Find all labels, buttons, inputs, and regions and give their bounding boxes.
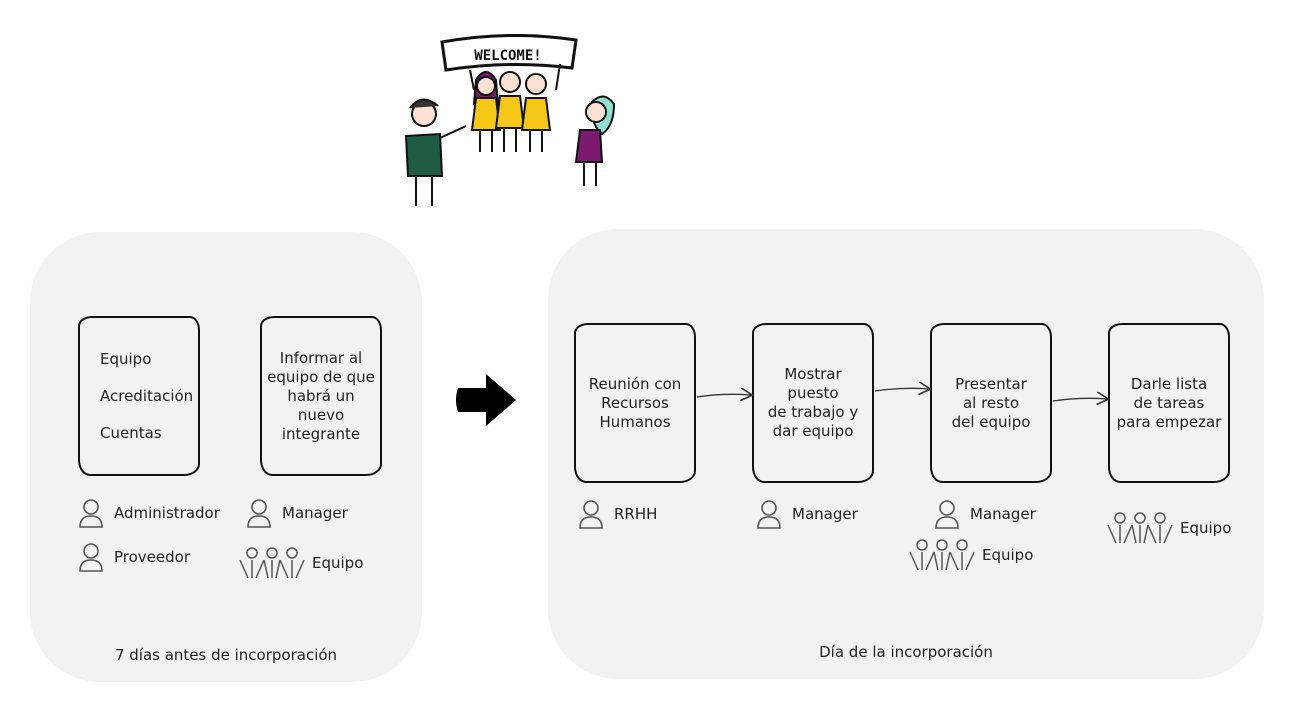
role-team: Equipo xyxy=(908,538,1033,572)
role-manager: Manager xyxy=(934,499,1036,529)
connector-arrow xyxy=(874,388,929,391)
card-line: Mostrar xyxy=(784,365,842,383)
welcome-illustration: WELCOME! xyxy=(404,34,616,206)
role-label: Equipo xyxy=(982,546,1034,564)
card-line: Cuentas xyxy=(100,423,162,442)
card-line: Acreditación xyxy=(100,386,194,405)
step-card-task-list: Darle lista de tareas para empezar xyxy=(1108,323,1230,483)
role-manager: Manager xyxy=(756,499,858,529)
role-label: Equipo xyxy=(312,554,364,572)
role-label: Manager xyxy=(970,505,1036,523)
card-line: integrante xyxy=(281,424,361,443)
person-icon xyxy=(247,499,271,528)
role-label: Manager xyxy=(792,505,858,523)
card-line: habrá un xyxy=(287,386,355,405)
card-line: Informar al xyxy=(279,348,363,367)
connector-arrow xyxy=(696,394,751,397)
card-line: de trabajo y xyxy=(767,403,859,421)
card-line: Reunión con xyxy=(588,374,682,393)
card-line: Darle lista xyxy=(1130,374,1208,393)
group-icon xyxy=(239,547,305,579)
panel-caption: Día de la incorporación xyxy=(819,643,993,661)
big-arrow-icon xyxy=(456,374,516,426)
role-label: Proveedor xyxy=(114,548,190,566)
card-line: dar equipo xyxy=(772,422,854,440)
group-icon xyxy=(909,539,975,571)
group-icon xyxy=(1107,512,1173,544)
card-inform-team: Informar al equipo de que habrá un nuevo… xyxy=(260,316,382,476)
card-line: de tareas xyxy=(1133,393,1205,412)
card-line: para empezar xyxy=(1116,412,1222,431)
role-team: Equipo xyxy=(1106,511,1231,545)
connector-arrow xyxy=(1052,398,1107,401)
step-card-workstation: Mostrar puesto de trabajo y dar equipo xyxy=(752,323,874,483)
role-provider: Proveedor xyxy=(78,542,190,572)
card-line: del equipo xyxy=(951,412,1031,431)
card-line: Recursos xyxy=(601,393,669,412)
role-label: Equipo xyxy=(1180,519,1232,537)
panel-caption: 7 días antes de incorporación xyxy=(114,646,338,664)
card-line: al resto xyxy=(962,393,1020,412)
role-manager: Manager xyxy=(246,498,348,528)
person-icon xyxy=(79,543,103,572)
person-icon xyxy=(935,500,959,529)
person-icon xyxy=(757,500,781,529)
card-line: puesto xyxy=(787,384,839,402)
card-line: Equipo xyxy=(100,349,152,368)
role-hr: RRHH xyxy=(578,499,657,529)
step-card-introduce-team: Presentar al resto del equipo xyxy=(930,323,1052,483)
step-card-hr-meeting: Reunión con Recursos Humanos xyxy=(574,323,696,483)
role-team: Equipo xyxy=(238,546,363,580)
card-line: Humanos xyxy=(599,412,671,431)
card-line: Presentar xyxy=(955,374,1027,393)
card-line: nuevo xyxy=(297,405,345,424)
flow-connectors xyxy=(696,229,1264,679)
role-label: Administrador xyxy=(114,504,220,522)
panel-before-onboarding: Equipo Acreditación Cuentas Informar al … xyxy=(30,232,422,682)
role-administrator: Administrador xyxy=(78,498,220,528)
person-icon xyxy=(79,499,103,528)
welcome-banner-text: WELCOME! xyxy=(474,48,541,64)
panel-onboarding-day: Reunión con Recursos Humanos Mostrar pue… xyxy=(548,229,1264,679)
card-equipment-accounts: Equipo Acreditación Cuentas xyxy=(78,316,200,476)
role-label: Manager xyxy=(282,504,348,522)
role-label: RRHH xyxy=(614,505,658,523)
card-line: equipo de que xyxy=(267,367,375,386)
person-icon xyxy=(579,500,603,529)
